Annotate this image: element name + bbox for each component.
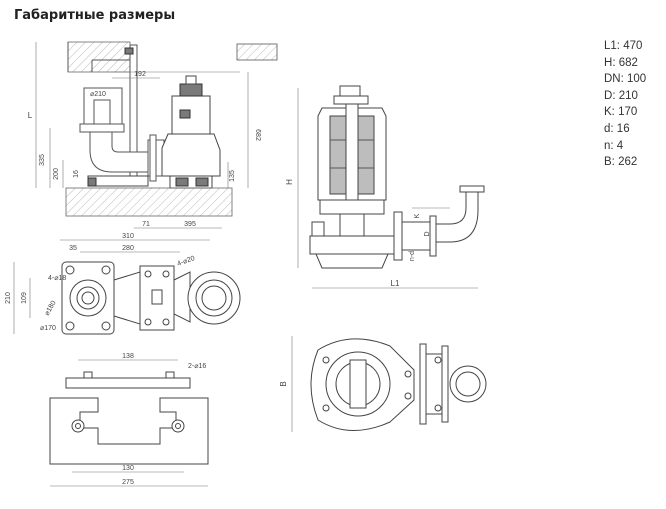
discharge-elbow (89, 131, 151, 173)
dim-d170: ⌀170 (40, 325, 56, 332)
installation-view: 192 ⌀210 L 682 335 200 16 135 71 395 (28, 41, 278, 229)
dim-4d20: 4-⌀20 (176, 255, 196, 268)
dim-l: L (28, 111, 33, 120)
dim-682: 682 (254, 129, 261, 141)
dim-280: 280 (122, 245, 134, 252)
dim-16: 16 (73, 170, 80, 178)
dim-d: D (424, 231, 431, 236)
spec-l1: L1: 470 (604, 40, 643, 52)
spec-b: B: 262 (604, 156, 638, 169)
dim-210: 210 (5, 292, 12, 304)
spec-dn: DN: 100 (604, 73, 647, 86)
spec-k: K: 170 (604, 106, 638, 119)
dim-h: H (285, 179, 294, 185)
small-slab-hatch (236, 43, 278, 61)
side-elbow (435, 189, 479, 243)
base-plate-side (65, 377, 191, 389)
dim-109: 109 (21, 292, 28, 304)
top-slab-hatch (67, 41, 131, 73)
spec-list: L1: 470 H: 682 DN: 100 D: 210 K: 170 d: … (604, 38, 646, 171)
dim-138: 138 (122, 353, 134, 360)
dim-275: 275 (122, 479, 134, 486)
dim-35: 35 (69, 245, 77, 252)
pump-volute (161, 133, 221, 177)
spec-d: D: 210 (604, 89, 638, 102)
base-plate-views: 138 2-⌀16 130 275 (49, 353, 209, 487)
dim-310: 310 (122, 233, 134, 240)
page-title: Габаритные размеры (14, 8, 176, 23)
dim-335: 335 (39, 154, 46, 166)
dim-130: 130 (122, 465, 134, 472)
dim-4d18: 4-⌀18 (48, 275, 66, 282)
dim-b: B (279, 381, 288, 386)
pump-top-view: B (279, 336, 487, 432)
floor-hatch (65, 187, 233, 217)
spec-n: n: 4 (604, 139, 624, 152)
dim-nd: n-d (409, 251, 416, 261)
base-plate-plan (49, 397, 209, 465)
dim-135: 135 (229, 170, 236, 182)
spec-h: H: 682 (604, 56, 638, 69)
dim-71: 71 (142, 221, 150, 228)
pump-side-view: H K D n-d L1 (285, 85, 485, 289)
dim-d180: ⌀180 (44, 300, 58, 317)
dim-192: 192 (134, 71, 146, 78)
volute-section (309, 235, 395, 255)
dim-2d16: 2-⌀16 (188, 363, 206, 370)
dim-l1: L1 (391, 279, 400, 288)
spec-small-d: d: 16 (604, 122, 630, 135)
pump-motor (171, 95, 211, 135)
dim-395: 395 (184, 221, 196, 228)
plan-view: 310 280 35 210 109 4-⌀18 ⌀180 ⌀170 4-⌀20 (5, 233, 241, 335)
dim-200: 200 (53, 168, 60, 180)
dim-d210: ⌀210 (90, 91, 106, 98)
dim-k: K (414, 213, 421, 218)
